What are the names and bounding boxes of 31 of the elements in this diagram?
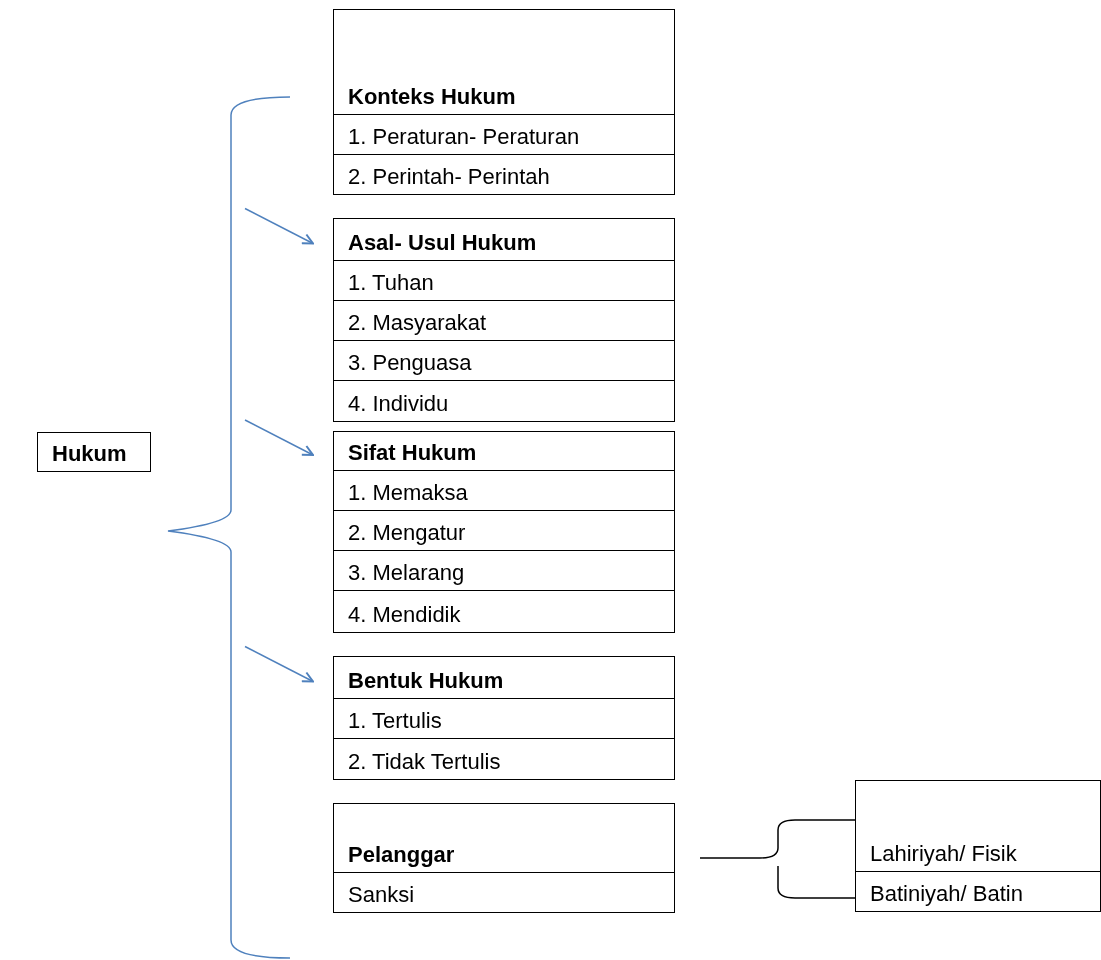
heading-text: Pelanggar bbox=[348, 842, 455, 868]
row-text: 1. Memaksa bbox=[348, 480, 468, 506]
heading-text: Hukum bbox=[52, 441, 127, 467]
table-box bbox=[333, 803, 675, 913]
heading-text: Asal- Usul Hukum bbox=[348, 230, 537, 256]
table-box bbox=[333, 9, 675, 195]
row-text: 2. Mengatur bbox=[348, 520, 466, 546]
row-text: Sanksi bbox=[348, 882, 415, 908]
arrow bbox=[244, 207, 314, 245]
arrow bbox=[244, 645, 314, 683]
row-text: Lahiriyah/ Fisik bbox=[870, 841, 1017, 867]
heading-text: Sifat Hukum bbox=[348, 440, 477, 466]
row-text: 4. Individu bbox=[348, 391, 449, 417]
row-text: 1. Tuhan bbox=[348, 270, 434, 296]
table-box bbox=[333, 431, 675, 633]
row-text: 1. Peraturan- Peraturan bbox=[348, 124, 580, 150]
table-box bbox=[333, 218, 675, 422]
row-text: Batiniyah/ Batin bbox=[870, 881, 1023, 907]
row-text: 3. Melarang bbox=[348, 560, 465, 586]
arrow bbox=[244, 419, 314, 456]
row-text: 4. Mendidik bbox=[348, 602, 461, 628]
table-box bbox=[855, 780, 1101, 912]
row-text: 2. Masyarakat bbox=[348, 310, 487, 336]
heading-text: Konteks Hukum bbox=[348, 84, 516, 110]
row-text: 2. Perintah- Perintah bbox=[348, 164, 550, 190]
table-box bbox=[333, 656, 675, 780]
row-text: 2. Tidak Tertulis bbox=[348, 749, 501, 775]
heading-text: Bentuk Hukum bbox=[348, 668, 504, 694]
label-box bbox=[37, 432, 151, 472]
row-text: 1. Tertulis bbox=[348, 708, 442, 734]
row-text: 3. Penguasa bbox=[348, 350, 472, 376]
